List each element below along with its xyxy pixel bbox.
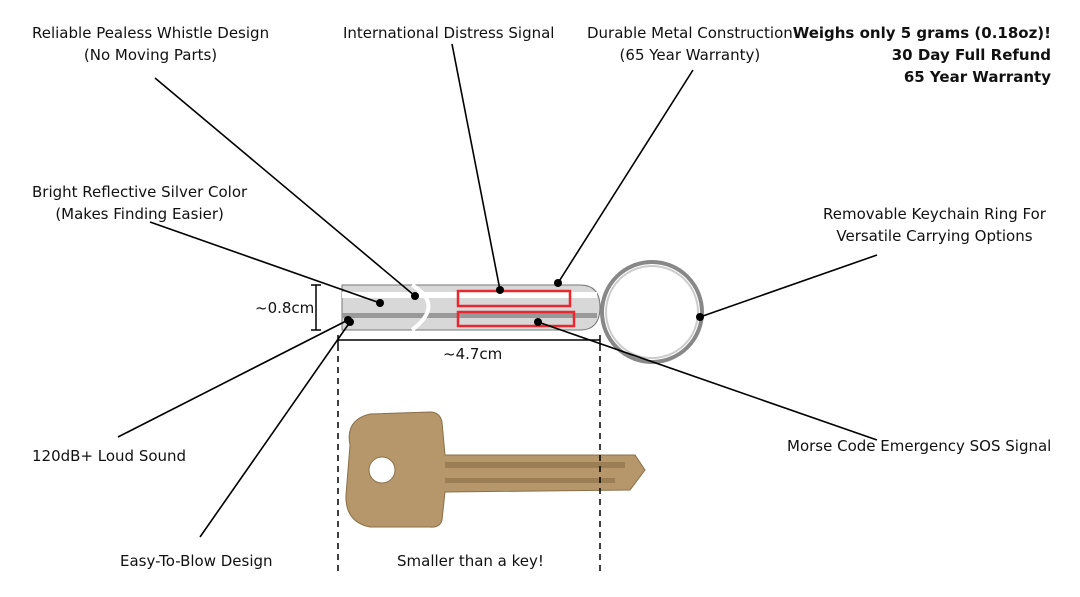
callout-distress: International Distress Signal	[343, 24, 555, 42]
callout-text: Removable Keychain Ring For	[823, 205, 1046, 223]
callout-metal: Durable Metal Construction (65 Year Warra…	[587, 22, 793, 66]
callout-text: Durable Metal Construction	[587, 24, 793, 42]
callout-subtext: Versatile Carrying Options	[836, 227, 1033, 245]
callout-easy: Easy-To-Blow Design	[120, 552, 273, 570]
callout-morse: Morse Code Emergency SOS Signal	[787, 437, 1052, 455]
callout-text: Reliable Pealess Whistle Design	[32, 24, 270, 42]
dimension-height: ~0.8cm	[255, 299, 315, 317]
callout-silver: Bright Reflective Silver Color (Makes Fin…	[32, 181, 247, 225]
dimension-length: ~4.7cm	[443, 345, 503, 363]
comparison-caption: Smaller than a key!	[397, 552, 544, 570]
callout-text: Bright Reflective Silver Color	[32, 183, 248, 201]
callout-subtext: (65 Year Warranty)	[619, 46, 761, 64]
highlight-refund: 30 Day Full Refund	[891, 46, 1051, 64]
highlight-weight: Weighs only 5 grams (0.18oz)!	[792, 24, 1051, 42]
callout-subtext: (No Moving Parts)	[83, 46, 218, 64]
callout-subtext: (Makes Finding Easier)	[55, 205, 224, 223]
callout-pealess: Reliable Pealess Whistle Design (No Movin…	[32, 22, 269, 66]
highlight-warranty: 65 Year Warranty	[903, 68, 1051, 86]
key-image	[345, 411, 646, 528]
dimension-lines	[311, 284, 601, 572]
whistle-image	[341, 260, 704, 364]
callout-loud: 120dB+ Loud Sound	[32, 447, 187, 465]
callout-lines	[117, 43, 878, 538]
highlights: Weighs only 5 grams (0.18oz)! 30 Day Full…	[793, 22, 1051, 88]
